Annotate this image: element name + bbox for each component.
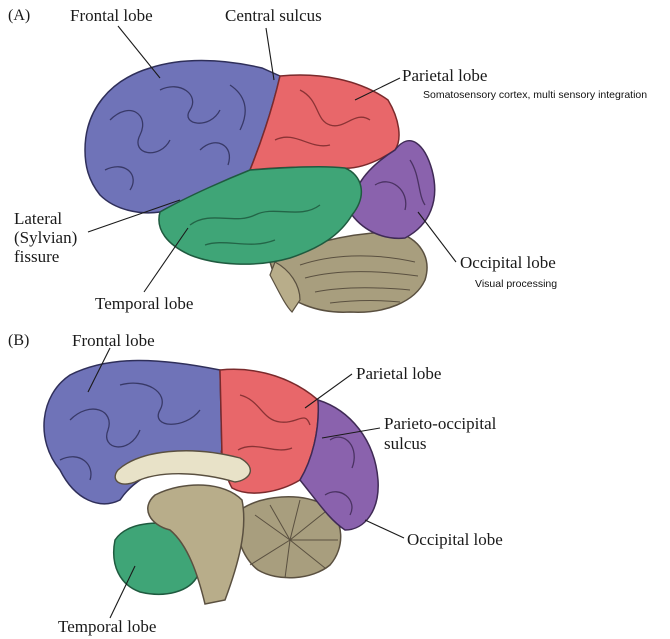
temporal-lobe-label-b: Temporal lobe — [58, 617, 157, 636]
frontal-lobe-label-b: Frontal lobe — [72, 331, 155, 350]
parieto-occipital-label-1: Parieto-occipital — [384, 414, 497, 433]
parietal-lobe-label-a: Parietal lobe — [402, 66, 488, 85]
lateral-fissure-label-1: Lateral — [14, 209, 63, 228]
panel-b-tag: (B) — [8, 332, 30, 349]
occipital-lobe-label-b: Occipital lobe — [407, 530, 503, 549]
lateral-view-brain — [84, 59, 436, 313]
corpus-callosum — [114, 450, 251, 485]
panel-a-tag: (A) — [8, 7, 31, 24]
temporal-lobe-a — [158, 165, 363, 265]
occipital-lobe-label-a: Occipital lobe — [460, 253, 556, 272]
temporal-lobe-label-a: Temporal lobe — [95, 294, 194, 313]
parietal-lobe-label-b: Parietal lobe — [356, 364, 442, 383]
parieto-occipital-label-2: sulcus — [384, 434, 427, 453]
leader-lines — [87, 25, 457, 619]
lateral-fissure-label-2: (Sylvian) — [14, 228, 78, 247]
brainstem-a — [269, 261, 301, 313]
frontal-lobe-label-a: Frontal lobe — [70, 6, 153, 25]
brainstem-b — [147, 484, 245, 605]
parietal-note: Somatosensory cortex, multi sensory inte… — [423, 89, 648, 101]
medial-view-brain — [43, 359, 379, 605]
occipital-note: Visual processing — [475, 278, 558, 290]
occipital-lobe-b — [299, 398, 379, 531]
lateral-fissure-label-3: fissure — [14, 247, 60, 266]
central-sulcus-label: Central sulcus — [225, 6, 322, 25]
